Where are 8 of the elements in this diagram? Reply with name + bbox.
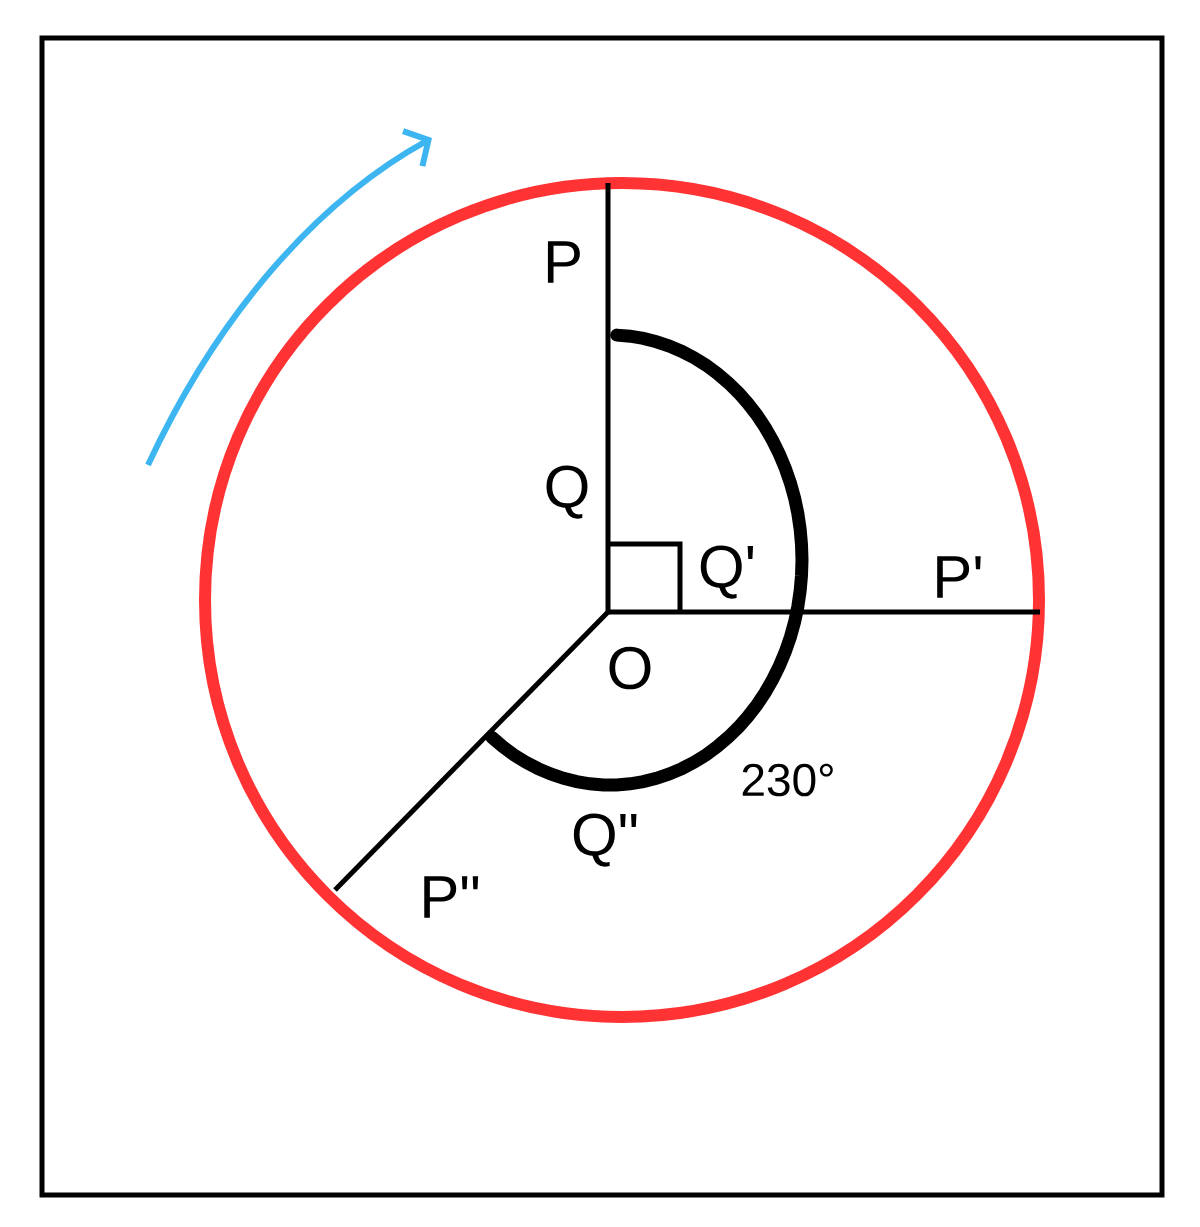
point-label: Q: [546, 465, 588, 519]
point-label: P": [424, 876, 479, 918]
point-label: Q": [573, 813, 637, 867]
angle-label: 230°: [742, 763, 833, 797]
point-label: P': [937, 556, 981, 598]
point-label: O: [609, 646, 651, 690]
point-label: Q': [700, 545, 754, 599]
point-label: P: [547, 241, 580, 283]
